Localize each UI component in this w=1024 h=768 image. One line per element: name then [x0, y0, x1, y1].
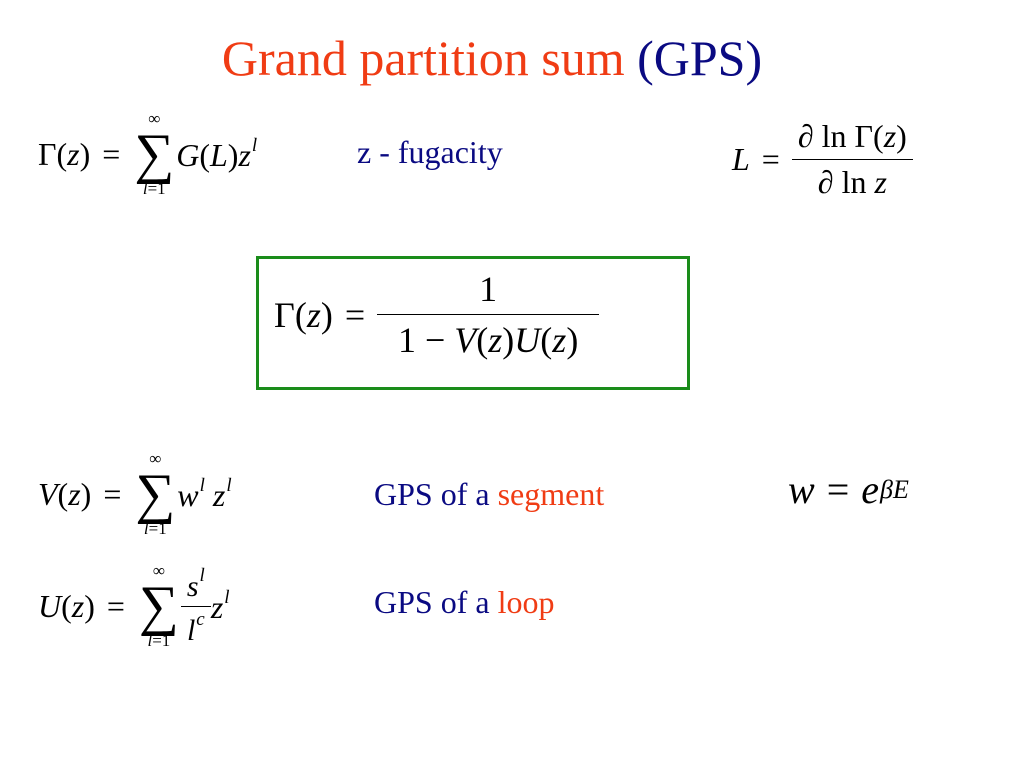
loop-label: GPS of a loop: [374, 584, 555, 620]
main-equation-box: [256, 256, 690, 390]
u-sum-equation: U(z) = ∞∑l=1 sl lc zl: [38, 561, 230, 650]
sum-operator: ∞∑l=1: [134, 109, 175, 198]
u-fraction: sl lc: [180, 565, 211, 648]
l-equation: L = ∂ ln Γ(z) ∂ ln z: [732, 118, 913, 201]
sum-operator: ∞∑l=1: [138, 561, 179, 650]
gamma-closed-form-equation: Γ(z) = 1 1 − V(z)U(z): [274, 268, 600, 361]
gamma-sum-equation: Γ(z) = ∞∑l=1 G(L)zl: [38, 109, 258, 198]
fugacity-label: z - fugacity: [357, 134, 503, 170]
v-sum-equation: V(z) = ∞∑l=1 wl zl: [38, 449, 232, 538]
sum-operator: ∞∑l=1: [135, 449, 176, 538]
title-main: Grand partition sum: [221, 30, 625, 86]
title-abbr: (GPS): [637, 30, 763, 86]
gamma-fraction: 1 1 − V(z)U(z): [377, 268, 600, 361]
segment-label: GPS of a segment: [374, 476, 605, 512]
slide-title: Grand partition sum (GPS): [0, 28, 984, 88]
l-fraction: ∂ ln Γ(z) ∂ ln z: [791, 118, 913, 201]
